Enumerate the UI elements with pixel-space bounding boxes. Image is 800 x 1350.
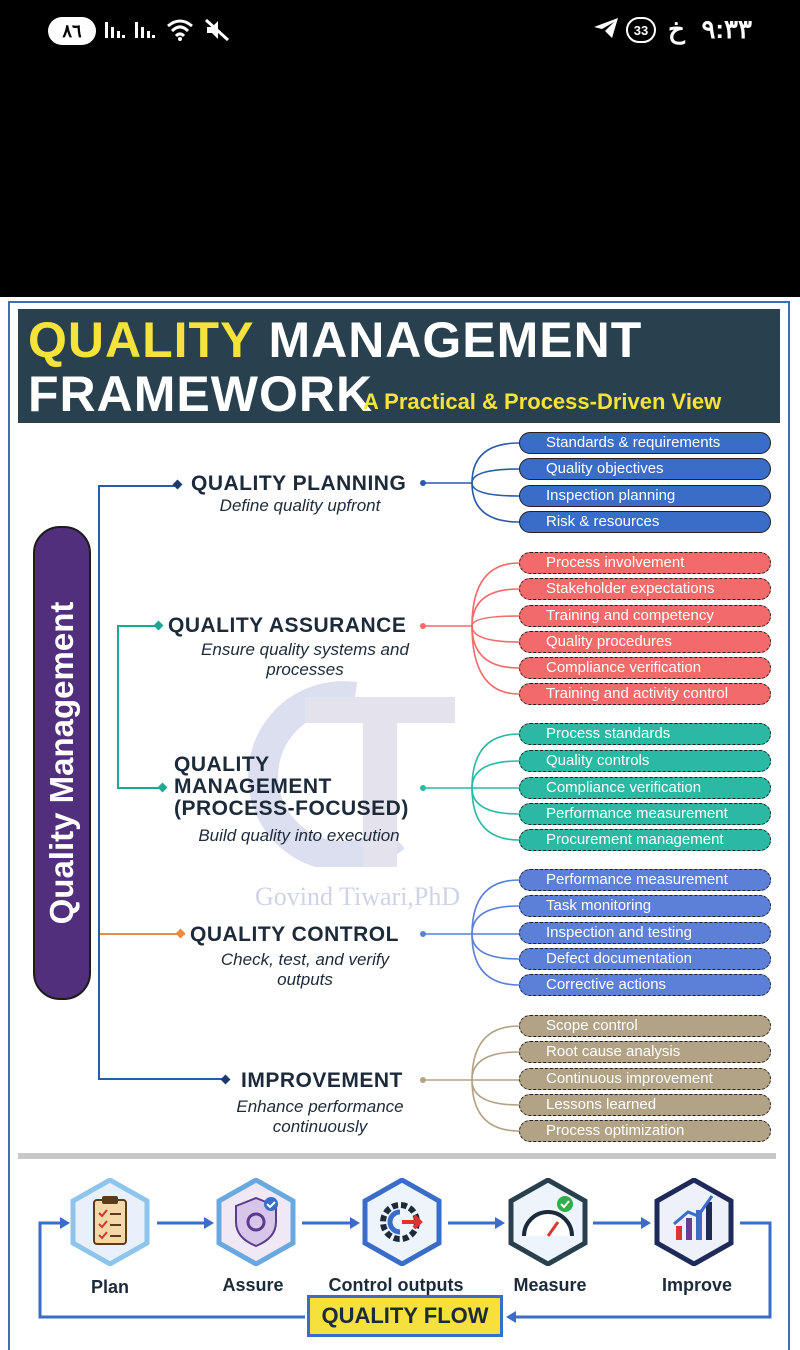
header-banner: QUALITY MANAGEMENT FRAMEWORK A Practical…	[18, 309, 780, 423]
assurance-item: Stakeholder expectations	[519, 578, 771, 600]
section-process-title: QUALITY MANAGEMENT (PROCESS-FOCUSED)	[174, 754, 409, 820]
flow-step-plan: Plan	[90, 1277, 129, 1297]
mute-icon	[204, 18, 230, 48]
assurance-item: Training and activity control	[519, 683, 771, 705]
clock: ٩:٣٣	[701, 14, 752, 44]
assurance-item: Compliance verification	[519, 657, 771, 679]
process-item: Compliance verification	[519, 777, 771, 799]
signal-icon-2	[134, 18, 156, 46]
assurance-item: Quality procedures	[519, 631, 771, 653]
planning-item: Risk & resources	[519, 511, 771, 533]
infographic: QUALITY MANAGEMENT FRAMEWORK A Practical…	[0, 297, 800, 1350]
gauge-check-icon	[508, 1178, 588, 1266]
section-process-subtitle: Build quality into execution	[198, 826, 400, 845]
planning-item: Inspection planning	[519, 485, 771, 507]
watermark-logo-icon	[248, 681, 455, 867]
section-improvement-subtitle: Enhance performance continuously	[236, 1097, 404, 1136]
improvement-item: Continuous improvement	[519, 1068, 771, 1090]
process-item: Process standards	[519, 723, 771, 745]
section-planning-subtitle: Define quality upfront	[219, 496, 381, 515]
section-control-title: QUALITY CONTROL	[190, 923, 399, 946]
subtitle: A Practical & Process-Driven View	[363, 389, 722, 414]
section-control-subtitle: Check, test, and verify outputs	[220, 950, 390, 989]
flow-step-measure: Measure	[513, 1275, 587, 1295]
process-item: Performance measurement	[519, 803, 771, 825]
title-rest: MANAGEMENT	[268, 312, 643, 368]
section-planning-title: QUALITY PLANNING	[191, 472, 407, 495]
section-process-title-line: MANAGEMENT	[174, 775, 332, 798]
shield-gear-icon	[216, 1178, 296, 1266]
indicator-letter: خ	[668, 14, 685, 44]
growth-chart-icon	[654, 1178, 734, 1266]
control-item: Task monitoring	[519, 895, 771, 917]
telegram-icon	[592, 16, 620, 46]
title-line-1: QUALITY MANAGEMENT	[28, 311, 642, 369]
control-item: Defect documentation	[519, 948, 771, 970]
planning-item: Quality objectives	[519, 458, 771, 480]
improvement-item: Lessons learned	[519, 1094, 771, 1116]
status-bar: ٨٦ 33 خ ٩:٣٣	[0, 0, 800, 64]
section-assurance-title: QUALITY ASSURANCE	[168, 614, 407, 637]
battery-indicator: ٨٦	[48, 17, 96, 45]
title-line-2: FRAMEWORK	[28, 366, 374, 422]
control-item: Performance measurement	[519, 869, 771, 891]
wifi-icon	[166, 18, 194, 48]
watermark-text: Govind Tiwari,PhD	[255, 882, 461, 911]
quality-flow-banner: QUALITY FLOW	[307, 1295, 503, 1337]
assurance-item: Training and competency	[519, 605, 771, 627]
section-divider	[18, 1153, 776, 1159]
gear-arrow-icon	[362, 1178, 442, 1266]
section-improvement-title: IMPROVEMENT	[241, 1069, 403, 1092]
improvement-item: Root cause analysis	[519, 1041, 771, 1063]
control-item: Inspection and testing	[519, 922, 771, 944]
section-process-title-line: (PROCESS-FOCUSED)	[174, 797, 409, 820]
connector-lines	[38, 442, 772, 1323]
quality-management-pill: Quality Management	[33, 526, 91, 1000]
assurance-item: Process involvement	[519, 552, 771, 574]
signal-icon	[104, 18, 126, 46]
control-item: Corrective actions	[519, 974, 771, 996]
clipboard-checklist-icon	[70, 1178, 150, 1266]
poster-frame	[8, 301, 790, 1350]
flow-step-improve: Improve	[661, 1275, 733, 1295]
notification-badge: 33	[626, 17, 656, 43]
improvement-item: Scope control	[519, 1015, 771, 1037]
flow-step-assure: Assure	[222, 1275, 284, 1295]
planning-item: Standards & requirements	[519, 432, 771, 454]
process-item: Quality controls	[519, 750, 771, 772]
section-process-title-line: QUALITY	[174, 753, 270, 776]
side-label: Quality Management	[43, 601, 80, 925]
flow-step-control: Control outputs	[328, 1275, 464, 1295]
section-assurance-subtitle: Ensure quality systems and processes	[201, 640, 409, 679]
process-item: Procurement management	[519, 829, 771, 851]
title-highlight: QUALITY	[28, 312, 254, 368]
improvement-item: Process optimization	[519, 1120, 771, 1142]
